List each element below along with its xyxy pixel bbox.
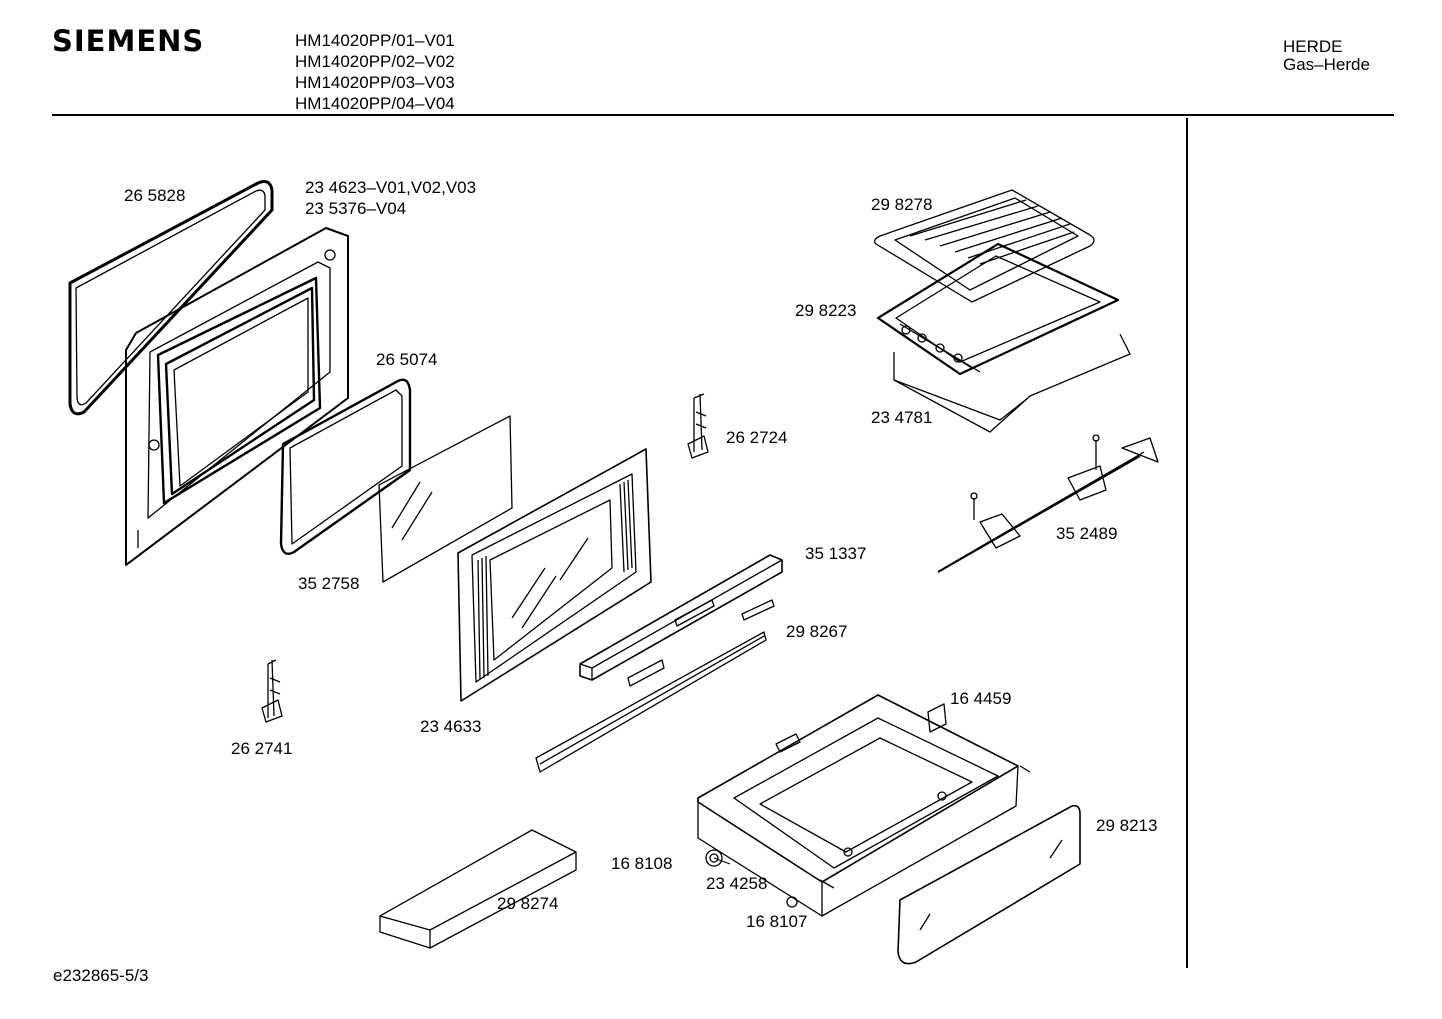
part-label: 23 4781 — [871, 408, 933, 427]
part-label: 35 2489 — [1056, 524, 1118, 543]
model-number: HM14020PP/03–V03 — [295, 73, 455, 92]
part-label: 26 5074 — [376, 350, 438, 369]
rotisserie-spit — [938, 435, 1158, 572]
category: HERDE Gas–Herde — [1283, 38, 1370, 74]
part-label: 26 2741 — [231, 739, 293, 758]
part-label: 29 8278 — [871, 195, 933, 214]
wire-shelf — [878, 244, 1118, 374]
part-label: 29 8213 — [1096, 816, 1158, 835]
inner-glass-pane — [379, 416, 512, 582]
part-label: 16 8107 — [746, 912, 808, 931]
part-label: 26 5828 — [124, 186, 186, 205]
part-label: 29 8274 — [497, 894, 559, 913]
inner-glass-frame — [281, 380, 410, 554]
drawer-roller — [706, 850, 797, 907]
baking-tray — [875, 190, 1094, 302]
leader-lines — [714, 858, 730, 864]
door-seal-gasket — [70, 182, 272, 414]
storage-drawer — [698, 695, 1030, 916]
hinge-left — [262, 660, 282, 722]
document-id: e232865-5/3 — [53, 966, 149, 985]
oven-tray-deflector — [894, 334, 1130, 432]
brand-logo: SIEMENS — [52, 24, 205, 58]
model-list: HM14020PP/01–V01 HM14020PP/02–V02 HM1402… — [295, 30, 455, 114]
model-number: HM14020PP/01–V01 — [295, 31, 455, 50]
part-label: 23 4623–V01,V02,V03 — [305, 178, 477, 197]
header-divider — [52, 114, 1394, 116]
drawer-front-panel — [898, 806, 1080, 964]
part-label: 35 2758 — [298, 574, 360, 593]
part-label: 23 5376–V04 — [305, 199, 407, 218]
model-number: HM14020PP/02–V02 — [295, 52, 455, 71]
part-label: 16 4459 — [950, 689, 1012, 708]
outer-door-panel — [458, 449, 651, 701]
door-handle — [580, 555, 782, 686]
category-sub: Gas–Herde — [1283, 55, 1370, 74]
hinge-right — [688, 394, 708, 458]
handle-strip — [536, 632, 766, 772]
part-label: 16 8108 — [611, 854, 673, 873]
side-divider — [1186, 118, 1188, 968]
part-label: 26 2724 — [726, 428, 788, 447]
part-label: 29 8267 — [786, 622, 848, 641]
part-label: 35 1337 — [805, 544, 867, 563]
model-number: HM14020PP/04–V04 — [295, 94, 455, 113]
part-label: 29 8223 — [795, 301, 857, 320]
part-label: 23 4633 — [420, 717, 482, 736]
inner-door-frame — [126, 228, 348, 565]
category-main: HERDE — [1283, 37, 1343, 56]
part-label: 23 4258 — [706, 874, 768, 893]
heat-shield-bracket — [380, 830, 576, 948]
